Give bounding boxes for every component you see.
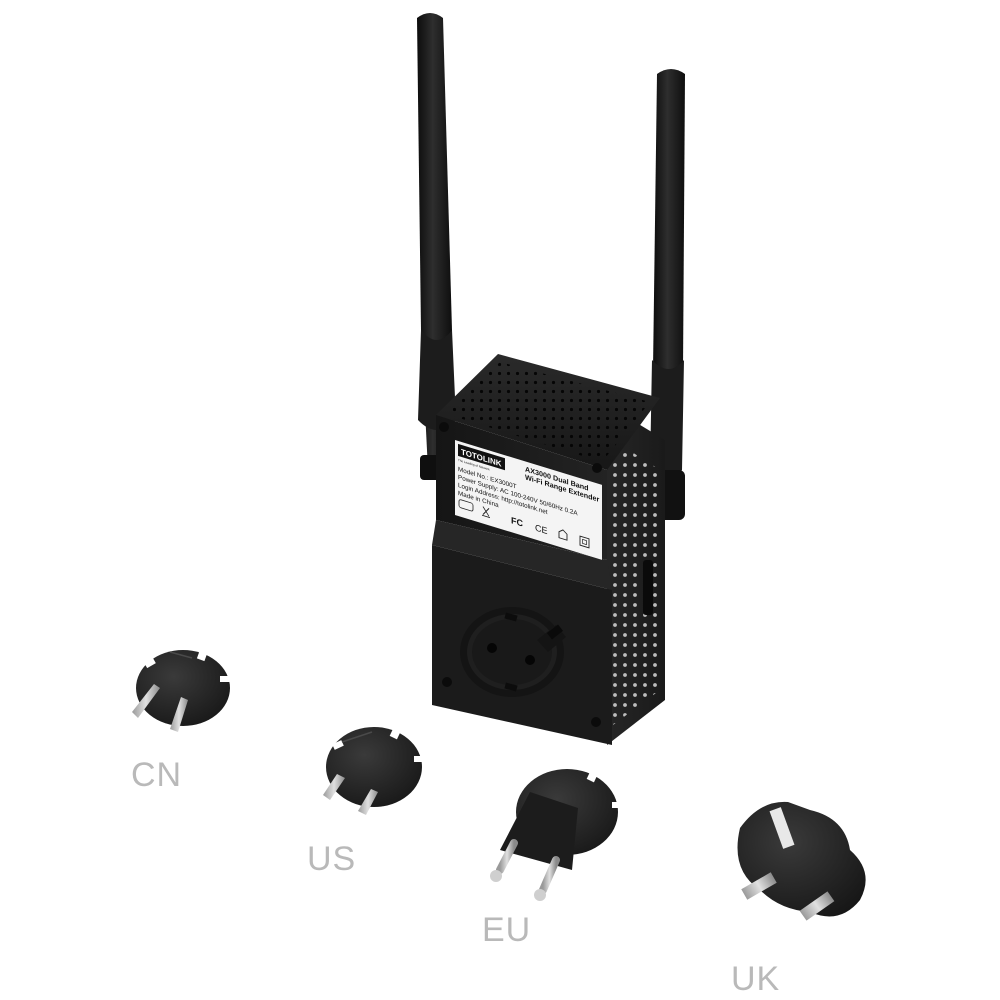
double-insulation-icon [579, 535, 590, 549]
pass-through-socket [460, 607, 566, 697]
fc-mark: FC [511, 515, 523, 529]
plug-label-cn: CN [131, 756, 183, 794]
ce-mark: CE [535, 523, 547, 537]
indoor-use-icon [558, 529, 568, 541]
recycle-icon [458, 499, 474, 512]
label-background [455, 440, 602, 560]
range-extender-body [432, 354, 665, 745]
plug-label-us: US [307, 840, 357, 878]
cn-plug-adapter [132, 650, 230, 732]
plug-label-eu: EU [482, 911, 532, 949]
uk-plug-adapter [737, 801, 866, 921]
plug-label-uk: UK [731, 960, 781, 998]
us-plug-adapter [323, 727, 424, 815]
brand-logo [458, 443, 505, 471]
eu-plug-adapter [490, 769, 622, 901]
weee-bin-icon [482, 506, 490, 519]
